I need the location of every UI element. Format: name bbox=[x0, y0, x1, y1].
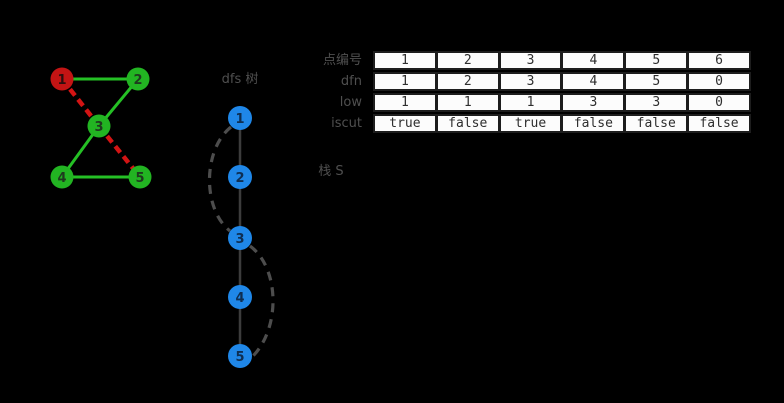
cell-dfn-1: 1 bbox=[375, 74, 435, 89]
cell-node-id-6: 6 bbox=[689, 53, 749, 68]
graph-node-5 bbox=[128, 165, 152, 189]
cell-node-id-3: 3 bbox=[500, 53, 561, 68]
cell-low-1: 1 bbox=[375, 95, 435, 110]
row-label-node-id: 点编号 bbox=[322, 53, 362, 68]
graph-node-3 bbox=[87, 114, 111, 138]
graph-node-3-label: 3 bbox=[94, 120, 103, 135]
graph-node-2 bbox=[126, 67, 150, 91]
row-label-iscut: iscut bbox=[331, 116, 362, 131]
row-label-low: low bbox=[339, 95, 362, 110]
table-row-dfn: 1 2 3 4 5 0 bbox=[373, 72, 751, 91]
table-row-low: 1 1 1 3 3 0 bbox=[373, 93, 751, 112]
cell-low-6: 0 bbox=[689, 95, 749, 110]
cell-dfn-6: 0 bbox=[689, 74, 749, 89]
cell-iscut-5: false bbox=[626, 116, 687, 131]
cell-iscut-4: false bbox=[563, 116, 624, 131]
cell-dfn-3: 3 bbox=[500, 74, 561, 89]
graph-node-4 bbox=[50, 165, 74, 189]
cell-iscut-6: false bbox=[689, 116, 749, 131]
tree-node-1 bbox=[228, 106, 252, 130]
cell-node-id-2: 2 bbox=[437, 53, 498, 68]
tree-node-3-label: 3 bbox=[235, 232, 244, 247]
tree-node-5-label: 5 bbox=[235, 350, 244, 365]
value-table: 1 2 3 4 5 6 1 2 3 4 5 0 1 1 1 3 3 0 true… bbox=[373, 51, 751, 133]
cell-dfn-2: 2 bbox=[437, 74, 498, 89]
graph-node-4-label: 4 bbox=[57, 171, 66, 186]
cell-low-2: 1 bbox=[437, 95, 498, 110]
tree-node-2 bbox=[228, 165, 252, 189]
dfs-tree-nodes: 1 2 3 4 5 bbox=[228, 106, 252, 368]
table-row-labels: 点编号 dfn low iscut bbox=[272, 50, 362, 134]
cell-node-id-5: 5 bbox=[626, 53, 687, 68]
cell-dfn-5: 5 bbox=[626, 74, 687, 89]
cell-node-id-1: 1 bbox=[375, 53, 435, 68]
graph-node-1-label: 1 bbox=[57, 73, 66, 88]
cell-iscut-3: true bbox=[500, 116, 561, 131]
cell-low-3: 1 bbox=[500, 95, 561, 110]
cell-iscut-2: false bbox=[437, 116, 498, 131]
back-edge-1-3 bbox=[207, 125, 233, 233]
stack-label: 栈 S bbox=[318, 164, 344, 179]
dfs-tree-title: dfs 树 bbox=[221, 72, 259, 87]
table-row-node-id: 1 2 3 4 5 6 bbox=[373, 51, 751, 70]
tree-node-1-label: 1 bbox=[235, 112, 244, 127]
row-label-dfn: dfn bbox=[340, 74, 362, 89]
cell-node-id-4: 4 bbox=[563, 53, 624, 68]
cell-low-4: 3 bbox=[563, 95, 624, 110]
graph-nodes: 1 2 3 4 5 bbox=[50, 67, 152, 189]
cell-iscut-1: true bbox=[375, 116, 435, 131]
cell-low-5: 3 bbox=[626, 95, 687, 110]
graph-node-5-label: 5 bbox=[135, 171, 144, 186]
tree-node-2-label: 2 bbox=[235, 171, 244, 186]
cell-dfn-4: 4 bbox=[563, 74, 624, 89]
back-edge-3-5 bbox=[249, 244, 275, 360]
table-row-iscut: true false true false false false bbox=[373, 114, 751, 133]
graph-node-1 bbox=[50, 67, 74, 91]
graph-edge-1-3-dashed bbox=[60, 77, 101, 128]
tree-node-4-label: 4 bbox=[235, 291, 244, 306]
tree-node-5 bbox=[228, 344, 252, 368]
tree-node-3 bbox=[228, 226, 252, 250]
tree-node-4 bbox=[228, 285, 252, 309]
graph-node-2-label: 2 bbox=[133, 73, 142, 88]
